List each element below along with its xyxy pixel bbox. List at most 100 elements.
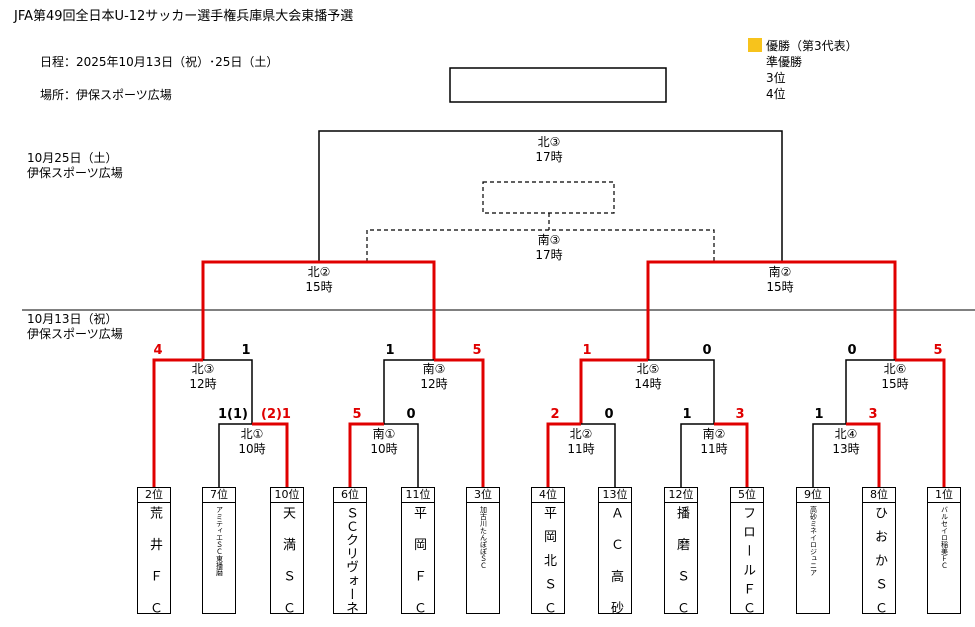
team-name: 荒井ＦＣ xyxy=(147,506,162,614)
r1e-score-left: 1 xyxy=(814,407,824,422)
team-box: 1位 バルセイロ稲美ＦＣ xyxy=(927,487,961,614)
team-box: 11位 平岡ＦＣ xyxy=(401,487,435,614)
team-name: 播磨ＳＣ xyxy=(674,506,689,614)
semi-right-bracket xyxy=(646,260,897,360)
semi-left-bracket xyxy=(201,260,436,360)
r1b-time: 10時 xyxy=(370,442,398,456)
qf3-label: 北⑤ xyxy=(636,362,660,376)
schedule-text: 日程：2025年10月13日（祝）･25日（土） xyxy=(40,55,279,69)
r1d-label: 南② xyxy=(702,427,726,441)
third-place-box xyxy=(482,181,615,214)
team-box: 5位 フロールＦＣ xyxy=(730,487,764,614)
team-rank: 11位 xyxy=(402,488,434,503)
semi-left-time: 15時 xyxy=(305,280,333,294)
qf4-score-right: 5 xyxy=(933,343,943,358)
r1a-time: 10時 xyxy=(238,442,266,456)
team-rank: 8位 xyxy=(863,488,895,503)
team-rank: 7位 xyxy=(203,488,235,503)
final-bracket xyxy=(318,130,783,262)
team-box: 4位 平岡北ＳＣ xyxy=(531,487,565,614)
final-time: 17時 xyxy=(535,150,563,164)
legend-fourth: 4位 xyxy=(766,87,786,101)
qf4-label: 北⑥ xyxy=(883,362,907,376)
r1d-score-left: 1 xyxy=(682,407,692,422)
team-name: 平岡ＦＣ xyxy=(411,506,426,614)
team-rank: 2位 xyxy=(138,488,170,503)
day1-venue: 伊保スポーツ広場 xyxy=(27,327,123,341)
qf4-time: 15時 xyxy=(881,377,909,391)
page-title: JFA第49回全日本U-12サッカー選手権兵庫県大会東播予選 xyxy=(14,9,354,24)
qf4-score-left: 0 xyxy=(847,343,857,358)
r1e-time: 13時 xyxy=(832,442,860,456)
r1a-score-left: 1(1) xyxy=(218,407,248,422)
r1c-label: 北② xyxy=(569,427,593,441)
legend-third: 3位 xyxy=(766,71,786,85)
team-box: 13位 ＡＣ高砂 xyxy=(598,487,632,614)
team-rank: 12位 xyxy=(665,488,697,503)
day2-venue: 伊保スポーツ広場 xyxy=(27,166,123,180)
team-box: 12位 播磨ＳＣ xyxy=(664,487,698,614)
r1c-score-right: 0 xyxy=(604,407,614,422)
r1e-label: 北④ xyxy=(834,427,858,441)
r1d-time: 11時 xyxy=(700,442,728,456)
semi-right-time: 15時 xyxy=(766,280,794,294)
team-rank: 9位 xyxy=(797,488,829,503)
qf1-score-left: 4 xyxy=(153,343,163,358)
team-name: 高砂ミネイロジュニア xyxy=(809,506,818,576)
team-name: ＳＣクリヴォーネ xyxy=(343,506,358,614)
team-name: ＡＣ高砂 xyxy=(608,506,623,614)
r1a-score-right: (2)1 xyxy=(261,407,291,422)
team-box: 3位 加古川たんぽぽＳＣ xyxy=(466,487,500,614)
qf2-time: 12時 xyxy=(420,377,448,391)
team-name: 加古川たんぽぽＳＣ xyxy=(479,506,488,569)
team-name: 平岡北ＳＣ xyxy=(541,506,556,614)
r1c-score-left: 2 xyxy=(550,407,560,422)
team-rank: 13位 xyxy=(599,488,631,503)
legend-winner: 優勝（第3代表） xyxy=(766,39,858,53)
qf2-score-right: 5 xyxy=(472,343,482,358)
team-rank: 4位 xyxy=(532,488,564,503)
team-box: 7位 アミティエＳＣ東播磨 xyxy=(202,487,236,614)
qf2-score-left: 1 xyxy=(385,343,395,358)
team-box: 9位 高砂ミネイロジュニア xyxy=(796,487,830,614)
r1b-label: 南① xyxy=(372,427,396,441)
team-name: バルセイロ稲美ＦＣ xyxy=(940,506,949,569)
qf1-label: 北③ xyxy=(191,362,215,376)
team-name: ひおかＳＣ xyxy=(872,506,887,614)
day2-date: 10月25日（土） xyxy=(27,151,118,165)
team-box: 2位 荒井ＦＣ xyxy=(137,487,171,614)
legend-runner-up: 準優勝 xyxy=(766,55,803,69)
r1b-score-right: 0 xyxy=(406,407,416,422)
semi-left-label: 北② xyxy=(307,265,331,279)
r1c-time: 11時 xyxy=(567,442,595,456)
team-rank: 10位 xyxy=(271,488,303,503)
semi-right-label: 南② xyxy=(768,265,792,279)
third-place-bracket xyxy=(366,229,715,262)
team-rank: 1位 xyxy=(928,488,960,503)
team-box: 6位 ＳＣクリヴォーネ xyxy=(333,487,367,614)
qf1-time: 12時 xyxy=(189,377,217,391)
winner-box xyxy=(449,67,667,103)
team-rank: 5位 xyxy=(731,488,763,503)
day1-date: 10月13日（祝） xyxy=(27,312,118,326)
r1a-label: 北① xyxy=(240,427,264,441)
third-place-time: 17時 xyxy=(535,248,563,262)
team-rank: 6位 xyxy=(334,488,366,503)
final-label: 北③ xyxy=(537,135,561,149)
third-place-label: 南③ xyxy=(537,233,561,247)
venue-text: 場所：伊保スポーツ広場 xyxy=(40,88,172,102)
qf2-label: 南③ xyxy=(422,362,446,376)
team-box: 10位 天満ＳＣ xyxy=(270,487,304,614)
team-name: フロールＦＣ xyxy=(740,506,755,614)
r1b-score-left: 5 xyxy=(352,407,362,422)
team-name: アミティエＳＣ東播磨 xyxy=(215,506,224,576)
qf3-score-left: 1 xyxy=(582,343,592,358)
team-box: 8位 ひおかＳＣ xyxy=(862,487,896,614)
team-rank: 3位 xyxy=(467,488,499,503)
winner-legend-swatch xyxy=(748,38,762,52)
team-name: 天満ＳＣ xyxy=(280,506,295,614)
r1d-score-right: 3 xyxy=(735,407,745,422)
qf3-score-right: 0 xyxy=(702,343,712,358)
r1e-score-right: 3 xyxy=(868,407,878,422)
